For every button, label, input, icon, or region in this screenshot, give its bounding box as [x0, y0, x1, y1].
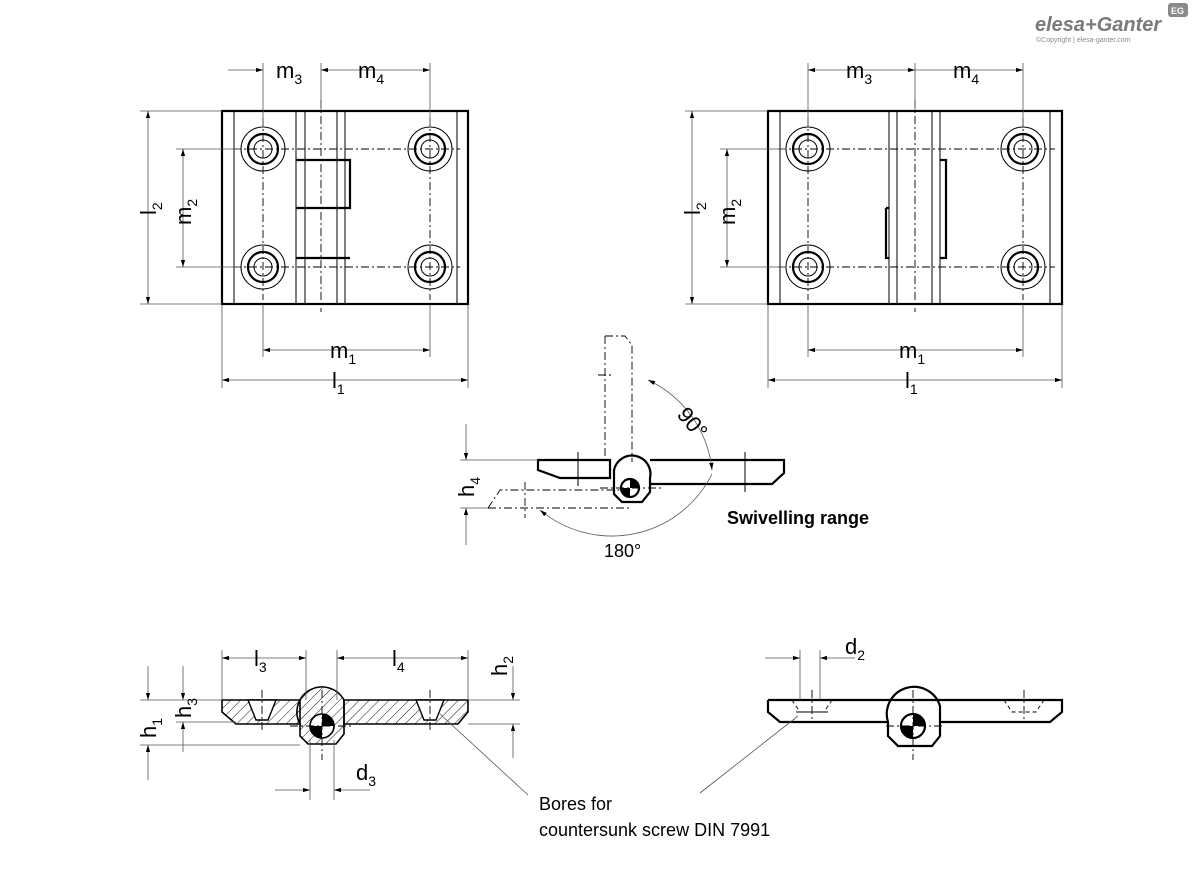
bore-hole — [785, 126, 831, 172]
plan-view-left: m3 m4 m1 l1 l2 m2 — [136, 58, 470, 397]
dim-label-l1: l1 — [332, 368, 345, 397]
bore-hole — [240, 126, 286, 172]
brand-logo: elesa+Ganter ©Copyright | elesa-ganter.c… — [1035, 3, 1188, 44]
copyright-text: ©Copyright | elesa-ganter.com — [1036, 36, 1131, 44]
dim-label-l2: l2 — [680, 202, 709, 215]
plan-view-right: m3 m4 m1 l1 l2 m2 — [680, 58, 1064, 397]
section-view-left: l3 l4 h1 h3 h2 d3 — [136, 646, 529, 800]
dim-label-m1: m1 — [899, 338, 925, 367]
dim-label-l1: l1 — [905, 368, 918, 397]
logo-text: elesa+Ganter — [1035, 14, 1162, 36]
swivelling-range-label: Swivelling range — [727, 508, 869, 528]
dim-label-h3: h3 — [171, 698, 200, 718]
dim-label-d3: d3 — [356, 760, 376, 789]
dim-label-m3: m3 — [846, 58, 872, 87]
dim-label-h4: h4 — [454, 477, 483, 497]
dim-label-m2: m2 — [715, 199, 744, 225]
dim-label-m4: m4 — [953, 58, 979, 87]
logo-badge — [1168, 3, 1188, 17]
dim-label-m4: m4 — [358, 58, 384, 87]
dim-label-h2: h2 — [487, 656, 516, 676]
dim-label-l4: l4 — [392, 646, 405, 675]
bores-note-line1: Bores for — [539, 794, 612, 814]
dim-label-l3: l3 — [254, 646, 267, 675]
dim-label-l2: l2 — [136, 202, 165, 215]
dim-label-m3: m3 — [276, 58, 302, 87]
logo-badge-text: EG — [1171, 6, 1184, 16]
angle-label-180: 180° — [604, 541, 641, 561]
dim-label-h1: h1 — [136, 718, 165, 738]
section-leaf-right — [343, 699, 469, 725]
angle-label-90: 90° — [672, 402, 713, 444]
dim-label-d2: d2 — [845, 634, 865, 663]
swivel-view: 90° 180° h4 Swivelling range — [454, 335, 869, 561]
dim-label-m2: m2 — [171, 199, 200, 225]
bores-note-line2: countersunk screw DIN 7991 — [539, 820, 770, 840]
dim-label-m1: m1 — [330, 338, 356, 367]
side-view-right: d2 — [699, 634, 1064, 794]
